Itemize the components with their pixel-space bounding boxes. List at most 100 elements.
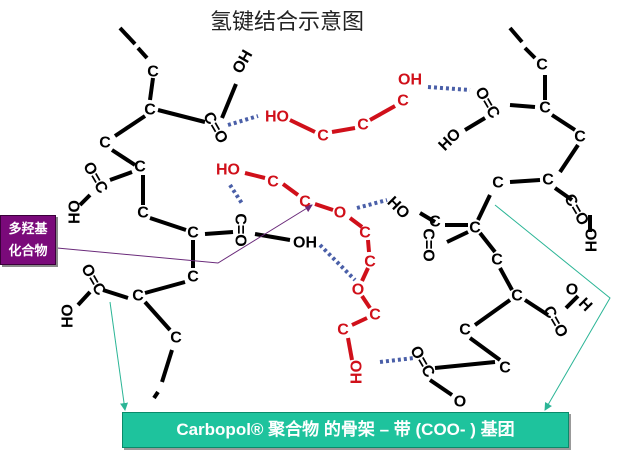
- backbone-bond: [220, 83, 238, 119]
- backbone-bond: [143, 300, 172, 332]
- backbone-bond: [523, 46, 537, 60]
- atom-label: C: [147, 64, 159, 81]
- atom-label: C: [397, 93, 409, 110]
- backbone-bond: [476, 194, 492, 221]
- polyol-bond: [244, 171, 266, 180]
- atom-label: C: [187, 269, 199, 286]
- atom-label: C: [459, 322, 471, 339]
- atom-label: C: [469, 220, 481, 237]
- polyol-bond: [289, 118, 316, 134]
- backbone-bond: [110, 148, 137, 167]
- hydrogen-bond: [228, 183, 245, 207]
- atom-label: C: [429, 214, 441, 231]
- atom-label: C: [574, 129, 586, 146]
- atom-label: C: [134, 159, 146, 176]
- backbone-bond: [434, 360, 496, 370]
- backbone-bond: [76, 290, 92, 307]
- atom-label: C: [337, 322, 349, 339]
- backbone-bond: [144, 280, 186, 295]
- backbone-bond: [157, 108, 206, 124]
- backbone-bond: [160, 349, 174, 383]
- atom-label: C: [132, 288, 144, 305]
- atom-label: HO: [436, 126, 465, 155]
- polyol-bond: [281, 182, 300, 197]
- polyol-bond: [360, 294, 372, 310]
- atom-label: C: [542, 172, 554, 189]
- atom-label: C: [539, 100, 551, 117]
- atom-label: C: [511, 288, 523, 305]
- polyol-bond: [369, 104, 396, 122]
- backbone-bond: [149, 216, 187, 232]
- atom-label: C: [144, 102, 156, 119]
- backbone-bond: [473, 298, 512, 327]
- polyol-bond: [351, 316, 368, 327]
- atom-label: O=C: [471, 84, 503, 122]
- atom-label: C: [369, 307, 381, 324]
- backbone-bond: [136, 46, 149, 60]
- backbone-bond: [428, 378, 454, 397]
- backbone-bond: [109, 170, 133, 182]
- atom-label: C: [299, 194, 311, 211]
- atom-label: C: [357, 117, 369, 134]
- backbone-bond: [558, 143, 580, 174]
- atom-label: OH: [582, 228, 599, 252]
- backbone-bond: [102, 288, 129, 300]
- backbone-bond: [418, 211, 437, 224]
- atom-label: C: [499, 360, 511, 377]
- backbone-bond: [509, 178, 541, 184]
- backbone-bond: [113, 114, 147, 138]
- atom-label: O: [454, 394, 466, 411]
- polyol-bond: [331, 126, 356, 134]
- atom-label: C=O: [560, 191, 591, 228]
- backbone-bond: [564, 294, 580, 310]
- atom-label: HO: [384, 194, 413, 223]
- atom-label: HO: [67, 200, 84, 224]
- backbone-bond: [498, 267, 514, 291]
- atom-label: C: [492, 175, 504, 192]
- carbopol-backbone-label: Carbopol® 聚合物 的骨架 – 带 (COO- ) 基团: [122, 412, 569, 448]
- backbone-bond: [78, 193, 92, 207]
- hydrogen-bond: [356, 198, 388, 210]
- atom-label: HO: [216, 162, 240, 179]
- atom-label: OH: [398, 72, 422, 89]
- backbone-bond: [152, 390, 160, 400]
- polyol-bond: [346, 337, 354, 361]
- atom-label: C: [491, 252, 503, 269]
- atom-label: C: [137, 205, 149, 222]
- atom-label: O: [352, 282, 364, 299]
- atom-label: C: [359, 225, 371, 242]
- backbone-bond: [553, 186, 574, 202]
- backbone-pointer-right: [494, 204, 611, 411]
- backbone-bond: [508, 26, 524, 44]
- atom-label: OH: [230, 47, 257, 76]
- polyol-bond: [348, 216, 364, 229]
- atom-label: O: [334, 205, 346, 222]
- atom-label: O=C: [77, 261, 109, 299]
- backbone-bond: [446, 230, 469, 244]
- polyol-label-line2: 化合物: [8, 244, 48, 259]
- hydrogen-bond: [318, 243, 357, 282]
- diagram-title: 氢键结合示意图: [210, 10, 365, 35]
- hydrogen-bond: [379, 356, 415, 364]
- backbone-pointer-left: [109, 301, 128, 411]
- polyol-label-line1: 多羟基: [8, 222, 48, 237]
- atom-label: C=O: [232, 213, 249, 246]
- polyol-bond: [314, 202, 334, 212]
- polyol-bond: [366, 239, 371, 253]
- backbone-bond: [254, 232, 291, 242]
- atom-label: O: [566, 282, 578, 299]
- atom-label: HO: [265, 109, 289, 126]
- backbone-bond: [118, 26, 137, 46]
- backbone-bond: [463, 116, 487, 132]
- atom-label: C: [99, 135, 111, 152]
- backbone-bond: [523, 298, 550, 317]
- atom-label: C=O: [539, 303, 570, 340]
- backbone-bond: [478, 231, 497, 254]
- atom-label: C: [170, 330, 182, 347]
- atom-label: C: [536, 57, 548, 74]
- polyol-label-box: 多羟基 化合物: [0, 215, 56, 265]
- atom-label: HO: [60, 304, 77, 328]
- hydrogen-bond: [227, 114, 259, 127]
